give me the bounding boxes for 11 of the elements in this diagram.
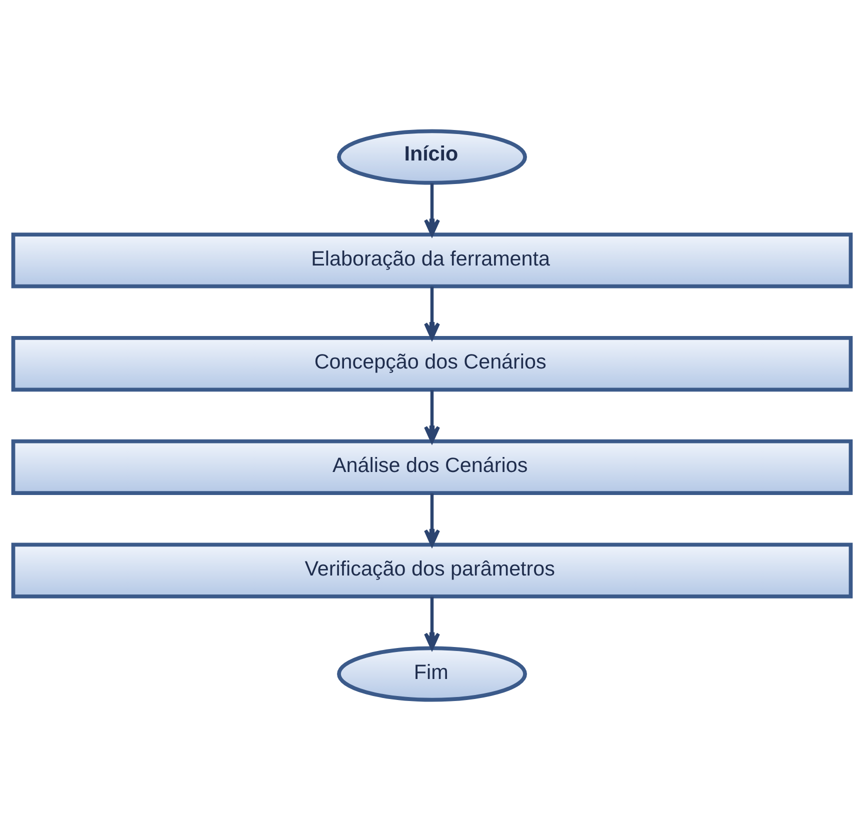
node-box: Análise dos Cenários (11, 438, 853, 494)
node-box: Elaboração da ferramenta (11, 232, 853, 288)
arrow (424, 492, 440, 546)
arrow (424, 596, 440, 650)
arrow (424, 390, 440, 442)
arrow (424, 286, 440, 339)
arrow (424, 182, 440, 236)
node-ellipse: Fim (337, 646, 527, 702)
node-box: Verificação dos parâmetros (11, 542, 853, 598)
node-box: Concepção dos Cenários (11, 336, 853, 392)
node-ellipse: Início (337, 128, 527, 184)
